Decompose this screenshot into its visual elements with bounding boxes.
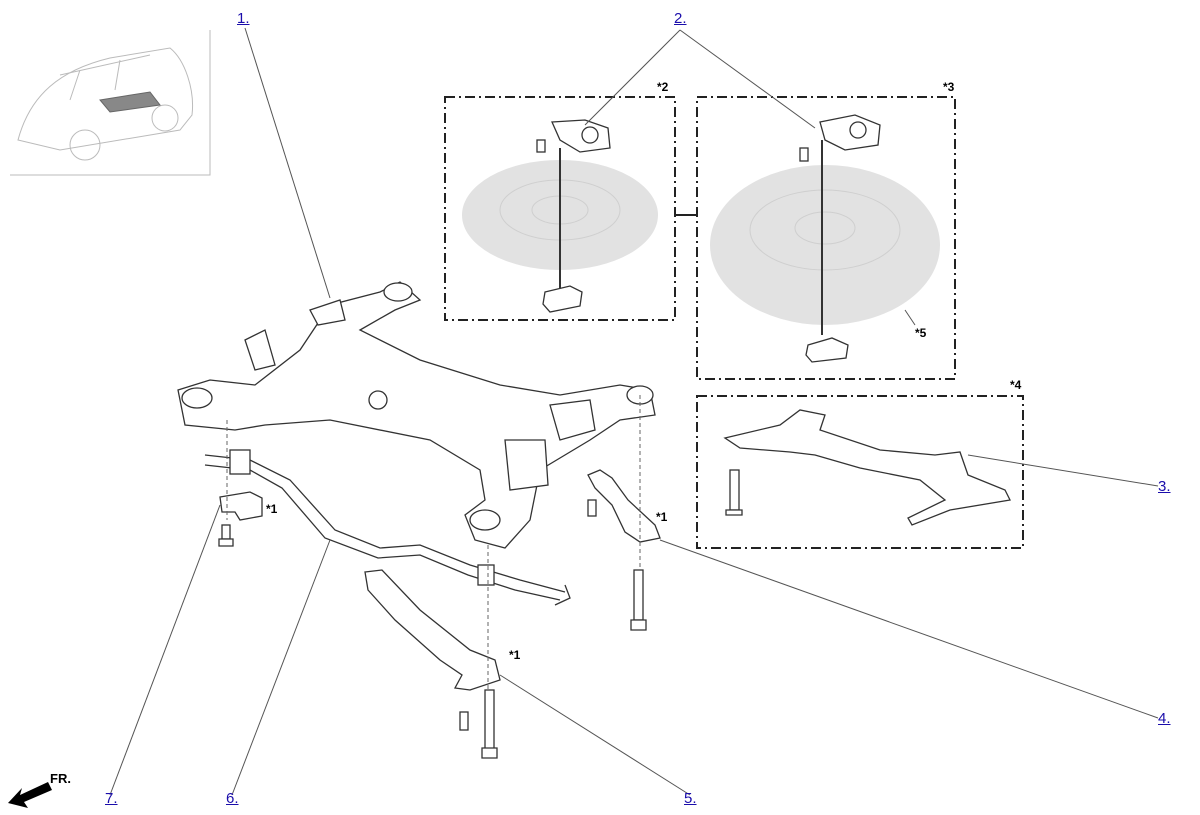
leader-lines: [109, 27, 1159, 796]
member-brace-rear: [587, 469, 661, 631]
callout-5[interactable]: 5.: [684, 790, 697, 807]
front-direction-arrow: [8, 782, 52, 808]
note-5: *5: [915, 326, 927, 340]
note-4: *4: [1010, 378, 1022, 392]
callout-2[interactable]: 2.: [674, 10, 687, 27]
spare-tire-b: [710, 165, 940, 325]
spare-carrier-b: [799, 114, 881, 363]
note-1-stabilizer: *1: [266, 502, 278, 516]
callout-1[interactable]: 1.: [237, 10, 250, 27]
variant-box-3: [696, 96, 956, 380]
member-brace-front: [364, 569, 501, 759]
stabilizer-bracket: [218, 491, 263, 547]
vehicle-location-inset: [10, 30, 211, 176]
note-1-front-brace: *1: [509, 648, 521, 662]
spare-carrier-a: [536, 119, 611, 313]
note-3: *3: [943, 80, 955, 94]
callout-4[interactable]: 4.: [1158, 710, 1171, 727]
rear-suspension-member: [177, 281, 656, 549]
stabilizer-bar: [204, 449, 571, 606]
variant-box-4: [696, 395, 1024, 549]
callout-7[interactable]: 7.: [105, 790, 118, 807]
callout-3[interactable]: 3.: [1158, 478, 1171, 495]
front-direction-label: FR.: [50, 771, 71, 786]
note-2: *2: [657, 80, 669, 94]
callout-6[interactable]: 6.: [226, 790, 239, 807]
rear-crossmember-variant: [723, 409, 1011, 526]
note-1-rear-brace: *1: [656, 510, 668, 524]
variant-box-2: [444, 96, 676, 321]
